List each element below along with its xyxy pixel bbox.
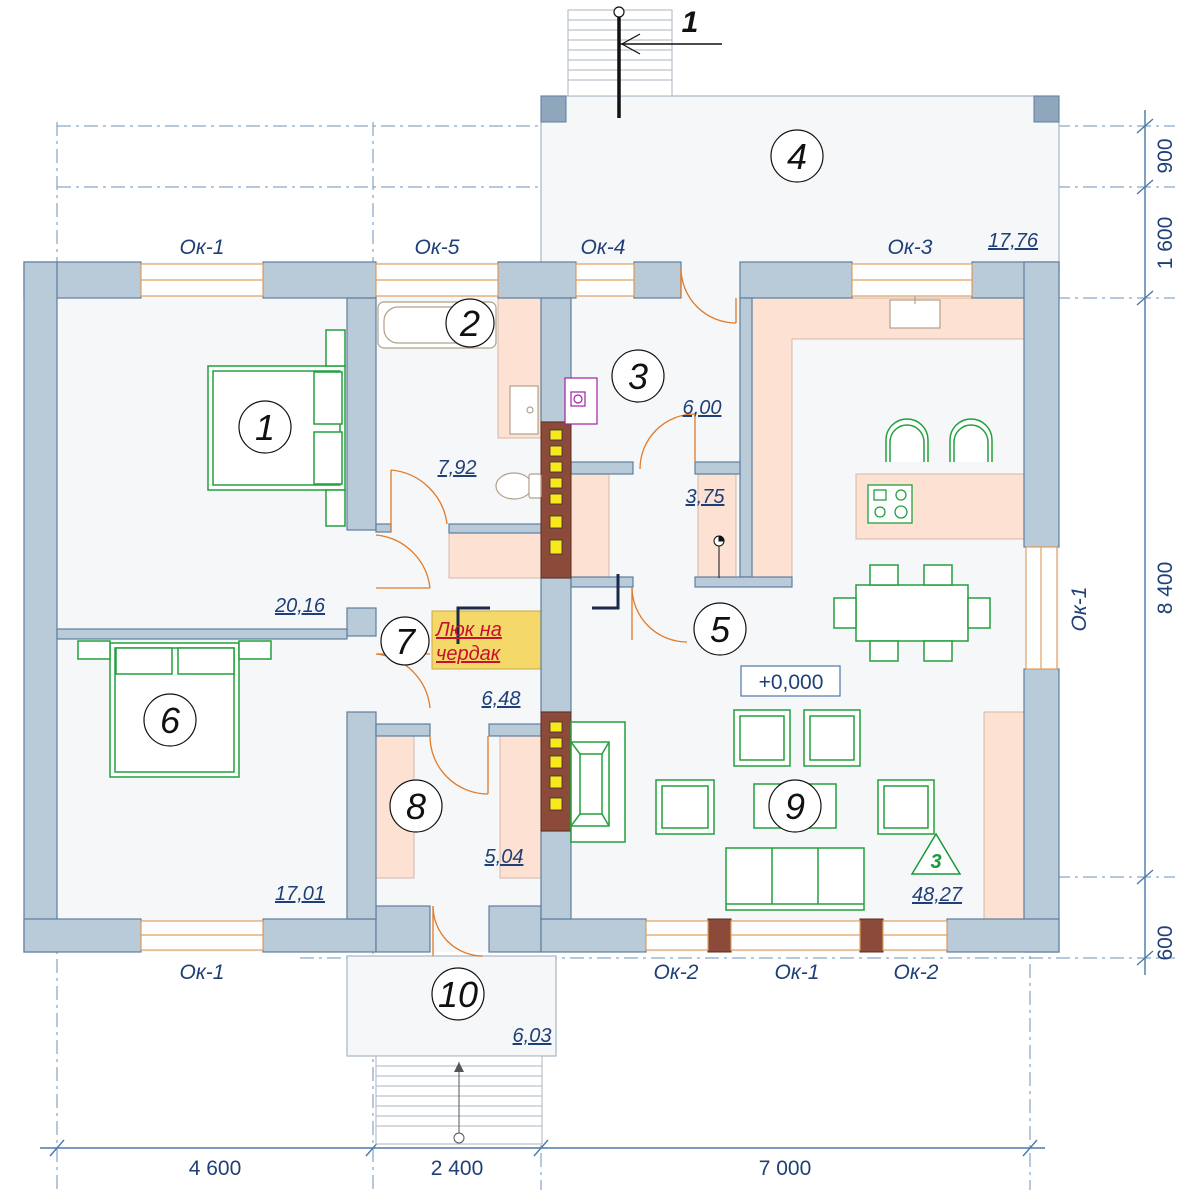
room-4-area: 17,76: [988, 230, 1039, 252]
room-6-number: 6: [160, 700, 181, 741]
room-9-area: 48,27: [912, 884, 963, 906]
chimney-flues: [549, 429, 563, 811]
room-4-number: 4: [787, 136, 807, 177]
dimension-right-2: 1 600: [1154, 217, 1177, 270]
marker-triangle-label: 3: [930, 851, 941, 873]
walls: [23, 261, 1060, 953]
window-label-bottom-ok2-b: Ок-2: [894, 961, 939, 984]
room-3-number: 3: [628, 356, 648, 397]
room-5-area: 3,75: [686, 486, 726, 508]
room-6-area: 17,01: [275, 883, 325, 905]
room-7-area: 6,48: [482, 688, 521, 710]
room-8-number: 8: [406, 786, 426, 827]
terrace-post-left: [540, 95, 567, 123]
porch-stairs: [375, 1055, 543, 1145]
room-2-number: 2: [459, 303, 480, 344]
terrace-post-right: [1033, 95, 1060, 123]
dimension-right-1: 900: [1154, 138, 1177, 173]
window-label-top-ok4: Ок-4: [581, 236, 626, 259]
room-3-area: 6,00: [683, 397, 722, 419]
window-label-top-ok1: Ок-1: [180, 236, 225, 259]
window-label-bottom-ok1-left: Ок-1: [180, 961, 225, 984]
window-label-bottom-ok2-a: Ок-2: [654, 961, 699, 984]
room-1-number: 1: [255, 407, 275, 448]
room-2-area: 7,92: [438, 457, 477, 479]
attic-hatch-label-line2: чердак: [436, 643, 502, 665]
dimension-bottom-1: 4 600: [189, 1157, 242, 1180]
floor-level-box: [740, 665, 841, 697]
attic-hatch-label-line1: Люк на: [434, 619, 502, 641]
fireplace-icon: [570, 721, 626, 843]
bar-stools: [885, 418, 993, 462]
room-10-number: 10: [438, 974, 478, 1015]
room-8-area: 5,04: [485, 846, 524, 868]
attic-hatch: [431, 610, 542, 670]
chimneys: [540, 421, 884, 953]
windows: [140, 263, 1058, 951]
room-5-number: 5: [710, 609, 731, 650]
section-cut-label: 1: [682, 6, 699, 39]
room-1-area: 20,16: [274, 595, 326, 617]
kitchen-sink-icon: [889, 296, 941, 329]
window-label-bottom-ok1-mid: Ок-1: [775, 961, 820, 984]
dimension-bottom-2: 2 400: [431, 1157, 484, 1180]
window-label-top-ok5: Ок-5: [415, 236, 460, 259]
section-cut-mark: [613, 6, 722, 118]
stair-angle-marks: [456, 574, 620, 644]
living-furniture: [655, 709, 935, 911]
boiler-icon: [564, 377, 598, 425]
room-9-number: 9: [785, 786, 805, 827]
room-7-number: 7: [395, 621, 417, 662]
room-10-area: 6,03: [513, 1025, 552, 1047]
floor-level-label: +0,000: [759, 671, 824, 694]
sink-icon: [509, 385, 539, 435]
dimension-right-3: 8 400: [1154, 562, 1177, 615]
dimension-chain-right: [1136, 110, 1154, 975]
marker-triangle: [910, 832, 962, 875]
utility-meter-icon: [713, 535, 725, 578]
room-circles: [143, 129, 824, 1021]
toilet-icon: [495, 472, 542, 500]
dining-table: [833, 564, 991, 662]
window-label-top-ok3: Ок-3: [888, 236, 933, 259]
dimension-bottom-3: 7 000: [759, 1157, 812, 1180]
dimension-right-4: 600: [1154, 925, 1177, 960]
cooktop-icon: [867, 484, 913, 524]
window-label-right-ok1: Ок-1: [1068, 587, 1091, 632]
